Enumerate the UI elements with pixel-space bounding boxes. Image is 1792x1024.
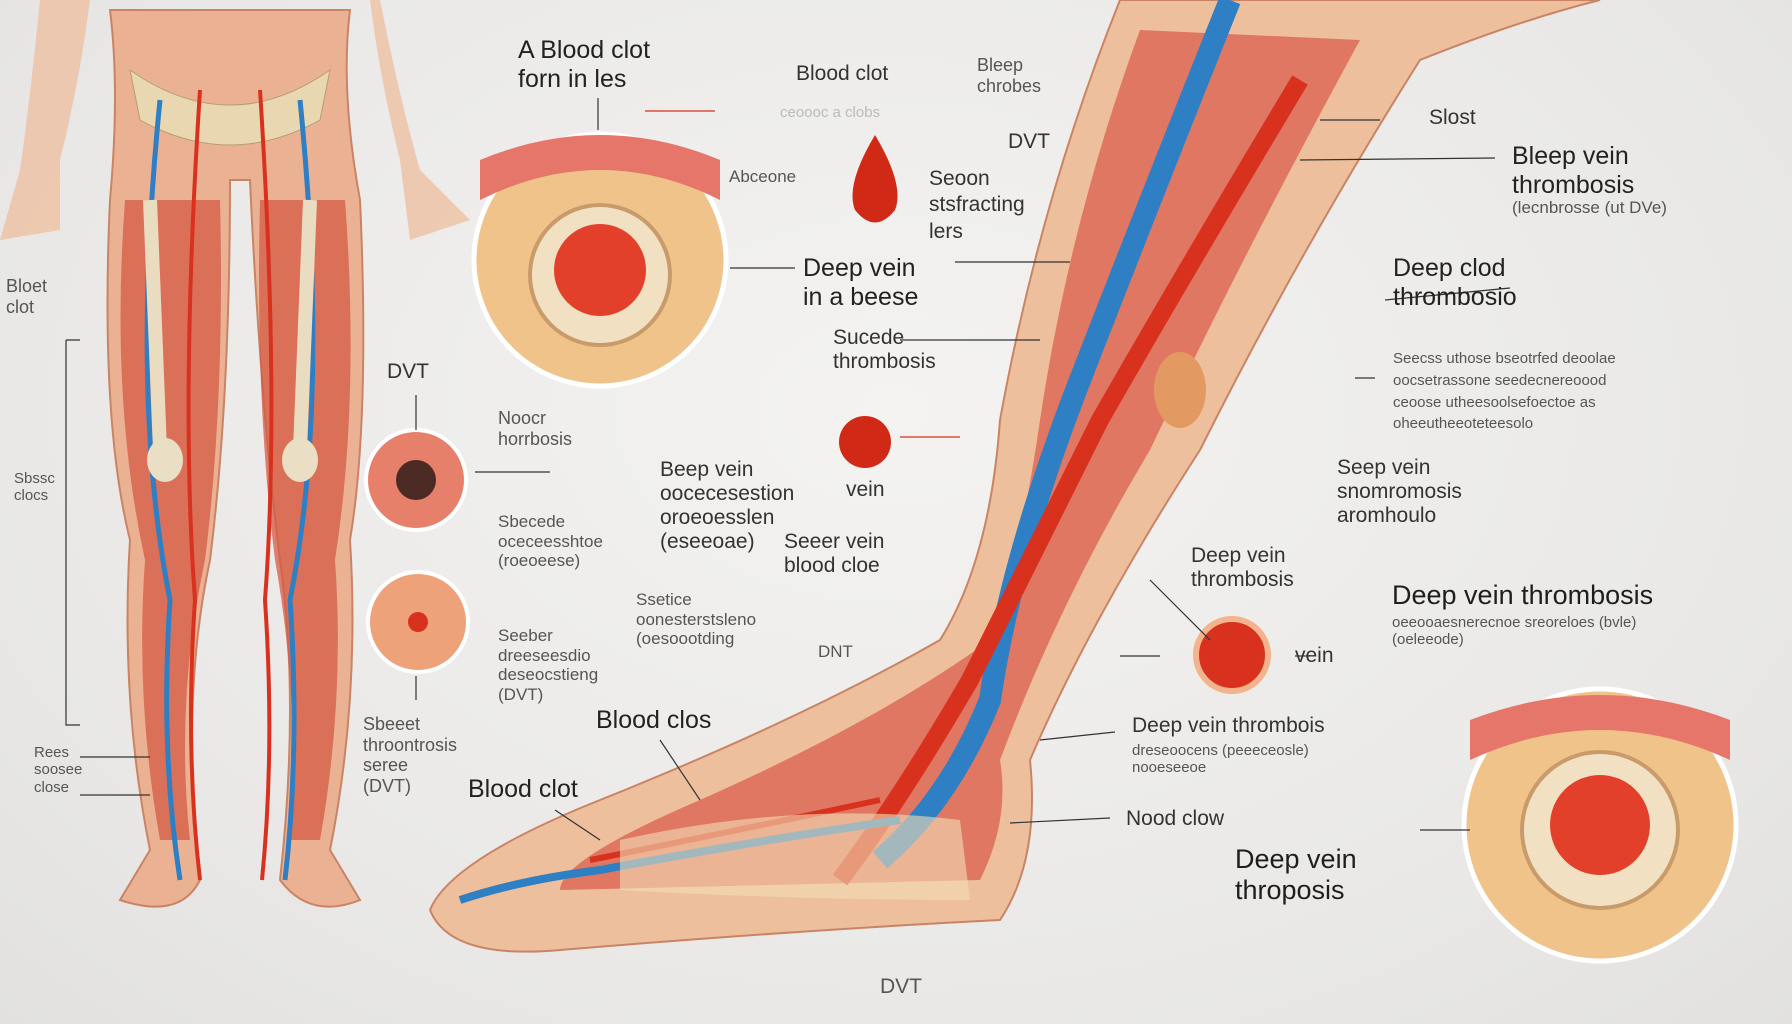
label-dvt-left: DVT	[387, 360, 429, 383]
label-faint-top: ceoooc a clobs	[780, 104, 881, 121]
leg-foot-illustration	[428, 0, 1601, 953]
label-sbecede: Sbecede oceceesshtoe (roeoeese)	[498, 512, 603, 571]
label-bleep-vein: Bleep vein thrombosis	[1512, 142, 1635, 199]
label-noocr: Noocr horrbosis	[498, 408, 573, 449]
label-top-title: A Blood clot forn in les	[518, 36, 651, 93]
small-vein-sections	[364, 428, 1271, 694]
label-dnt: DNT	[818, 642, 853, 661]
label-beep-vein: Beep vein oocecesestion oroeoesslen (ese…	[660, 458, 795, 554]
label-bleep-chrobes: Bleep chrobes	[977, 55, 1042, 96]
label-blood-clot-top: Blood clot	[796, 62, 889, 85]
blood-drops	[839, 135, 898, 468]
label-seoon: Seoon stsfracting lers	[929, 167, 1025, 243]
label-dvt-bottom: DVT	[880, 975, 922, 998]
legs-figure	[0, 0, 470, 908]
label-bleep-vein-sub: (lecnbrosse (ut DVe)	[1512, 198, 1667, 217]
label-deep-vein-throposis: Deep vein throposis	[1235, 844, 1357, 906]
label-deep-vein-thrombois-sub: dreseoocens (peeeceosle) nooeseeoe	[1132, 742, 1309, 777]
label-seep-vein: Seep vein snomromosis aromhoulo	[1337, 456, 1462, 528]
label-dvt-heading: Deep vein thrombosis	[1392, 580, 1654, 610]
label-sbssc-clocs: Sbssc clocs	[14, 470, 55, 505]
label-blood-clos: Blood clos	[596, 706, 712, 734]
label-vein-right: vein	[1295, 644, 1334, 667]
label-dvt-top: DVT	[1008, 130, 1050, 153]
label-deep-clod: Deep clod thrombosio	[1393, 254, 1517, 311]
cross-section-inset-bottom	[1461, 686, 1739, 964]
label-rees-close: Rees soosee close	[34, 744, 83, 796]
label-deep-vein-thrombosis-mid: Deep vein thrombosis	[1191, 544, 1294, 592]
label-ssetice: Ssetice oonesterstsleno (oesoootding	[636, 590, 757, 649]
label-nood-clow: Nood clow	[1126, 807, 1225, 830]
leader-lines	[65, 98, 1511, 841]
label-vein-mid: vein	[846, 478, 885, 501]
cross-section-inset-top	[471, 131, 729, 389]
label-sucede: Sucede thrombosis	[833, 326, 936, 374]
label-abceone: Abceone	[729, 167, 797, 186]
label-seeer-vein: Seeer vein blood cloe	[784, 530, 885, 578]
label-deep-vein-in: Deep vein in a beese	[803, 254, 919, 311]
label-seeber: Seeber dreeseesdio deseocstieng (DVT)	[498, 626, 599, 704]
label-bloet-clot: Bloet clot	[6, 276, 48, 317]
label-blood-clot-foot: Blood clot	[468, 775, 578, 803]
label-sbeeet: Sbeeet throontrosis seree (DVT)	[363, 714, 458, 797]
label-right-paragraph: Seecss uthose bseotrfed deoolae oocsetra…	[1393, 350, 1616, 433]
label-slost: Slost	[1429, 106, 1476, 129]
label-dvt-heading-sub: oeeooaesnerecnoe sreoreloes (bvle) (oele…	[1392, 614, 1637, 649]
label-deep-vein-thrombois: Deep vein thrombois	[1132, 714, 1325, 737]
